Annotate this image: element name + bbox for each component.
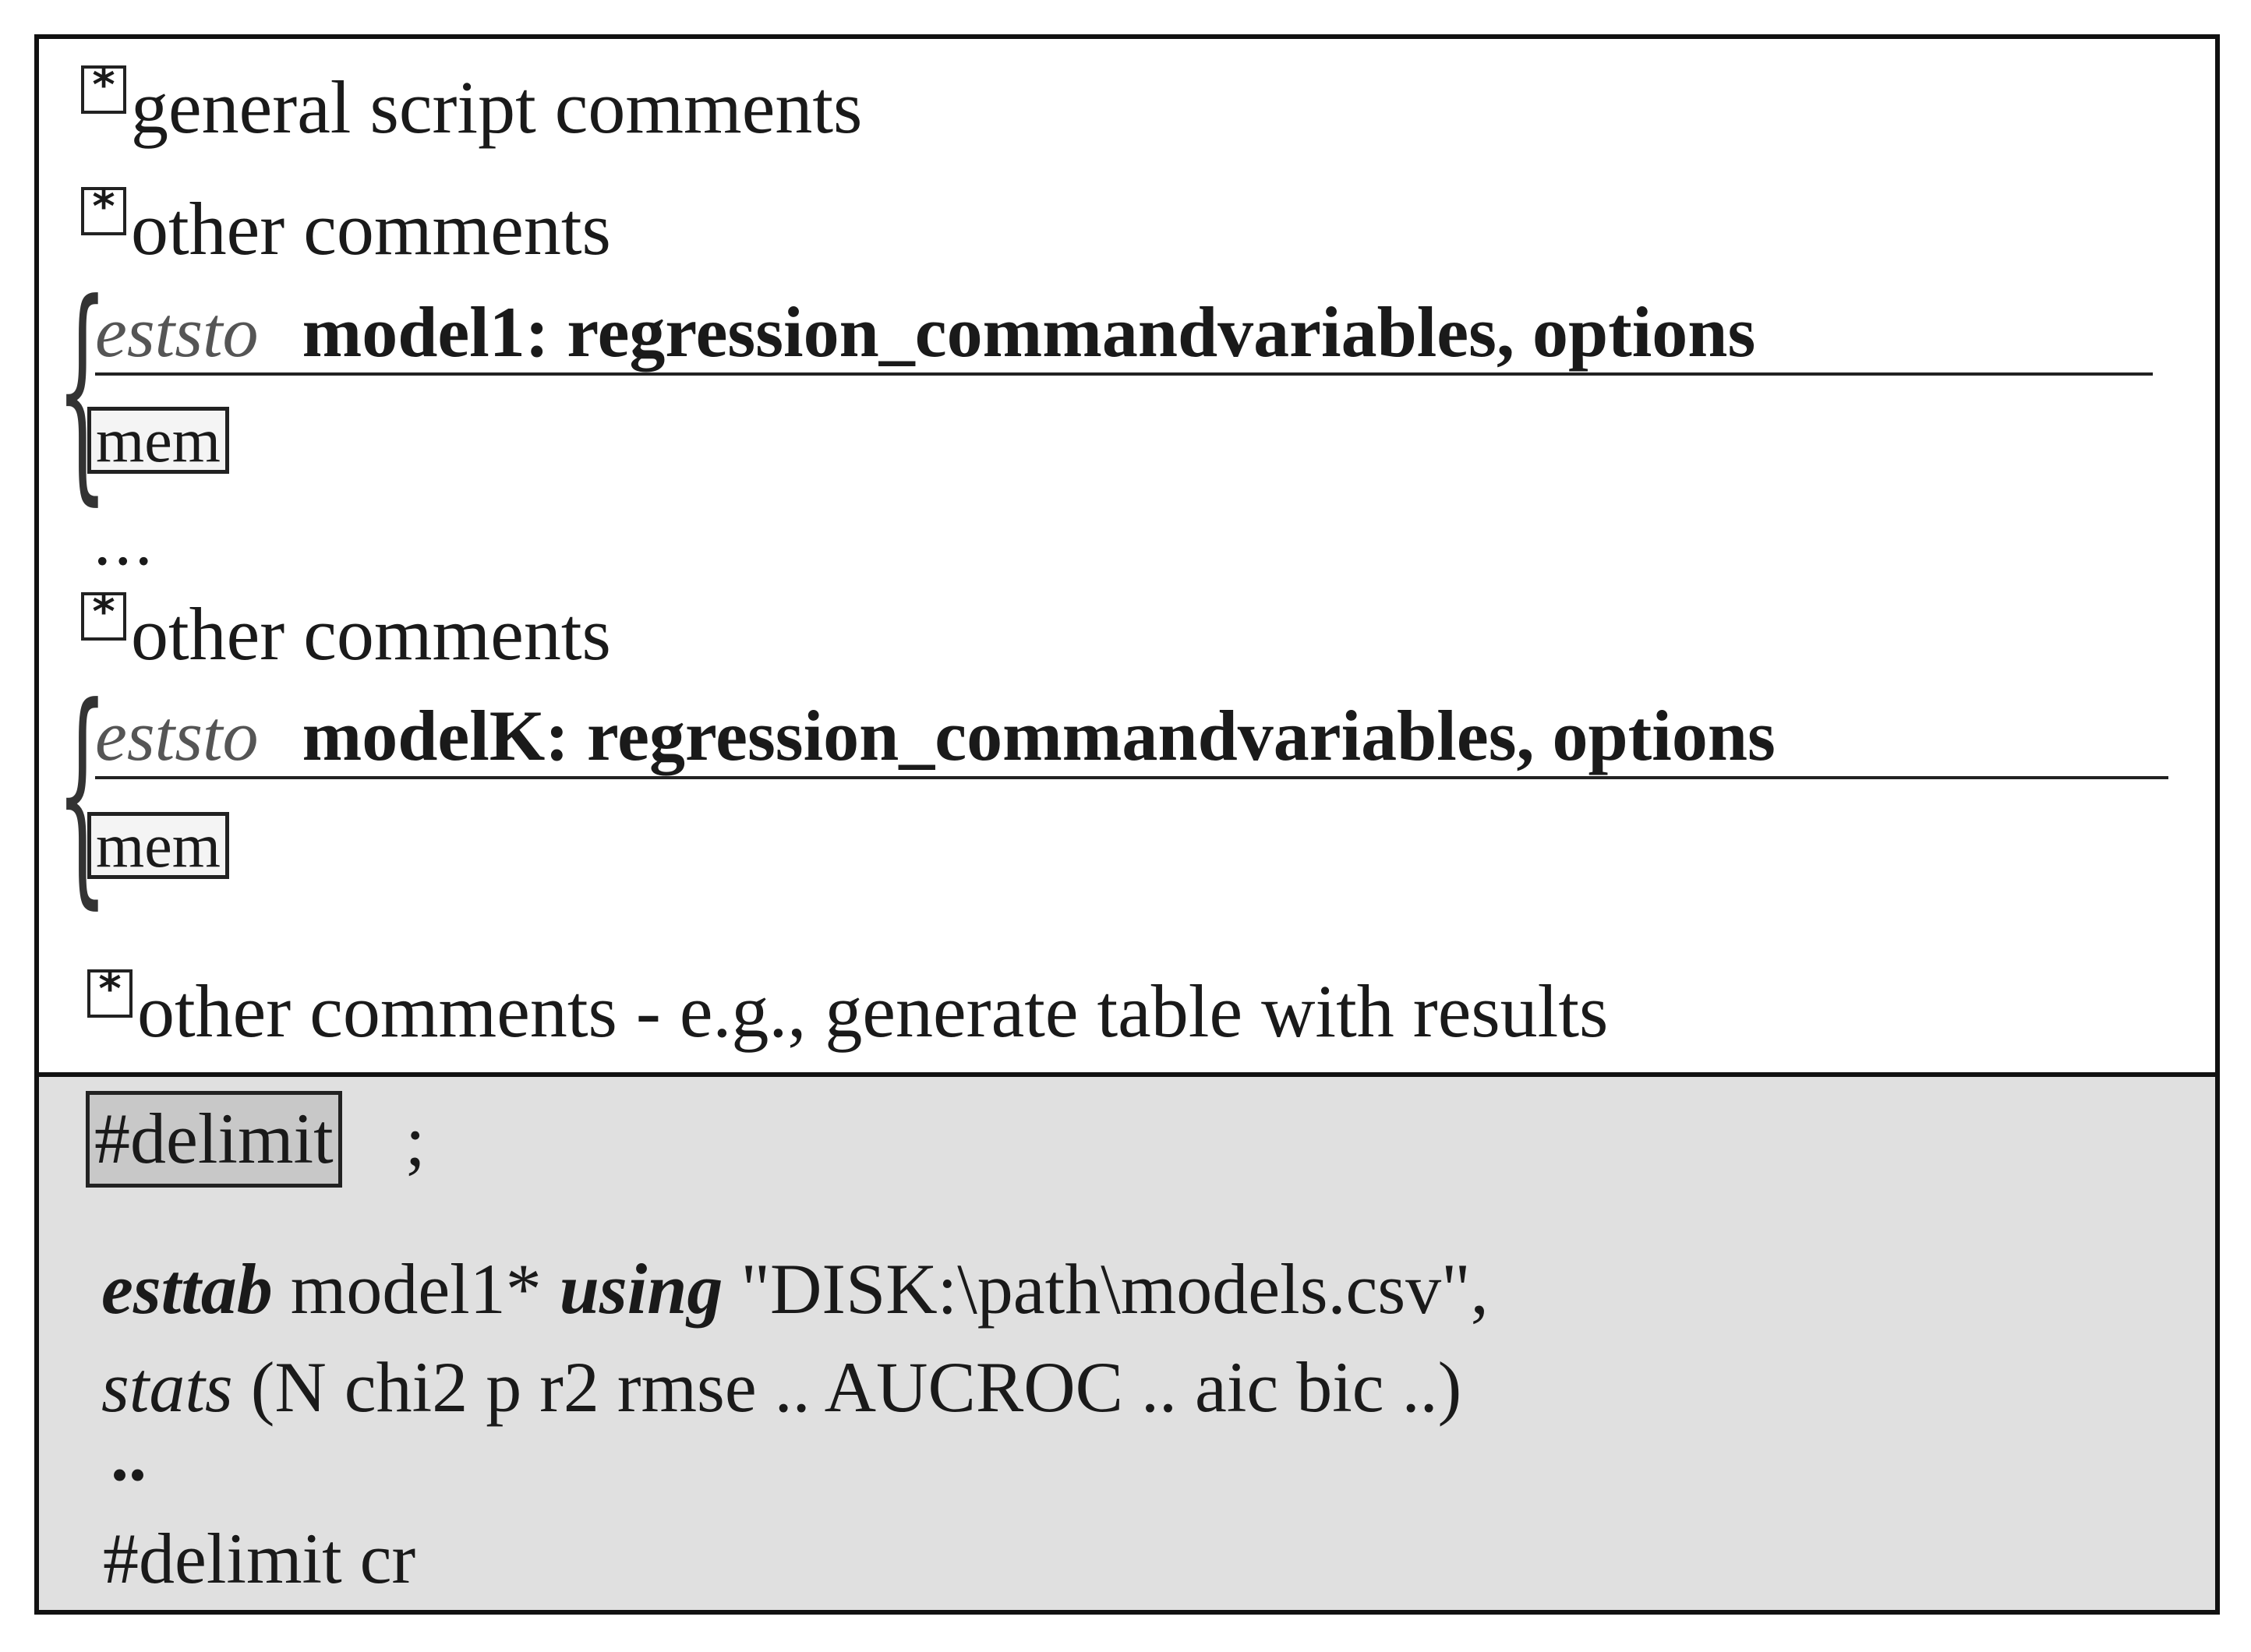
comment-other-2-text: other comments (131, 592, 611, 676)
comment-marker-icon: * (81, 64, 126, 114)
stats-keyword: stats (101, 1347, 233, 1427)
model1-command-text: model1: regression_commandvariables, opt… (302, 292, 1756, 372)
comment-marker-icon: * (81, 591, 126, 641)
comment-general: *general script comments (81, 64, 862, 145)
using-keyword: using (559, 1249, 723, 1329)
eststo-keyword: eststo (95, 696, 259, 775)
ellipsis-lower: .. (111, 1416, 147, 1495)
eststo-keyword: eststo (95, 292, 259, 372)
comment-final-text: other comments - e.g., generate table wi… (137, 969, 1609, 1053)
script-template-diagram: *general script comments *other comments… (34, 34, 2220, 1615)
comment-marker-icon: * (87, 968, 133, 1018)
comment-other-2: *other comments (81, 591, 611, 672)
comment-other-1: *other comments (81, 185, 611, 267)
modelK-command-text: modelK: regression_commandvariables, opt… (302, 696, 1776, 775)
esttab-command: esttab model1* using "DISK:\path\models.… (101, 1253, 1489, 1325)
comment-final: *other comments - e.g., generate table w… (87, 968, 1608, 1049)
esttab-keyword: esttab (101, 1249, 273, 1329)
comment-marker-icon: * (81, 185, 126, 235)
stats-option: stats (N chi2 p r2 rmse .. AUCROC .. aic… (101, 1351, 1461, 1423)
esttab-path: "DISK:\path\models.csv", (740, 1249, 1489, 1329)
delimit-semicolon: ; (405, 1101, 426, 1181)
mem-tag-modelK: mem (87, 812, 229, 879)
comment-general-text: general script comments (131, 65, 863, 149)
delimit-tag: #delimit (86, 1091, 342, 1188)
script-body-section: *general script comments *other comments… (39, 39, 2215, 1077)
ellipsis-upper: ... (94, 503, 156, 580)
stats-args: (N chi2 p r2 rmse .. AUCROC .. aic bic .… (250, 1347, 1462, 1427)
esttab-model: model1* (290, 1249, 542, 1329)
comment-other-1-text: other comments (131, 187, 611, 270)
mem-tag-model1: mem (87, 407, 229, 474)
delimit-cr: #delimit cr (103, 1519, 416, 1598)
results-table-section: #delimit ; esttab model1* using "DISK:\p… (39, 1077, 2215, 1610)
